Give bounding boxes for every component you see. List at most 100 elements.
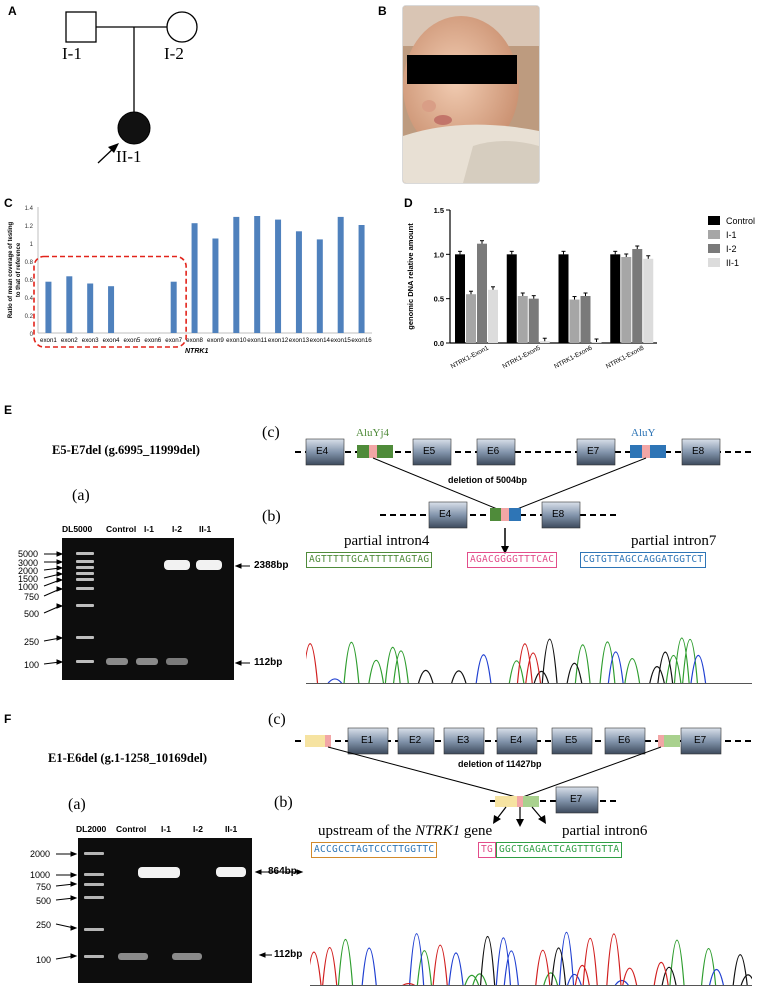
f-exon-label-e1: E1 (361, 735, 374, 746)
f-exon-label-e7: E7 (694, 735, 707, 746)
d-bar-NTRK1-Exon1-I-2 (477, 243, 487, 343)
f-exon-e4 (496, 727, 538, 755)
chromatogram-trace-3 (306, 643, 714, 684)
gel-e-lane-2: I-1 (144, 524, 154, 534)
d-legend-swatch-II-1 (708, 258, 720, 267)
d-bar-NTRK1-Exon5-II-1 (539, 341, 550, 343)
c-bar-exon10 (233, 216, 240, 333)
f-exon-e6 (604, 727, 646, 755)
e-left-label: partial intron4 (344, 533, 430, 549)
d-legend-label-Control: Control (726, 216, 755, 226)
panel-label-d: D (404, 196, 413, 210)
f-exon-label-e5: E5 (565, 735, 578, 746)
pedigree-label-ii1: II-1 (116, 147, 142, 166)
e-exon-label-e4-bottom: E4 (439, 509, 452, 520)
gel-e-ladder-1: 3000 (18, 558, 39, 568)
f-seq-right: GGCTGAGACTCAGTTTGTTA (496, 842, 623, 858)
chromatogram-trace-1 (346, 932, 725, 986)
c-bar-exon1 (45, 281, 52, 333)
panel-e-sub-b: (b) (262, 508, 281, 525)
d-ytick-2: 0.5 (434, 295, 444, 304)
f-exon-e7 (680, 727, 722, 755)
f-seq-left: ACCGCCTAGTCCCTTGGTTC (311, 842, 438, 858)
c-ytick-7: 0 (30, 332, 34, 338)
c-ytick-0: 1.4 (25, 206, 34, 212)
e-exon-e4-bottom (428, 501, 468, 529)
gel-e-ladder-4: 1000 (18, 582, 39, 592)
proband-arrow-head (108, 143, 119, 153)
e-alu-left-green (357, 445, 369, 458)
e-exon-label-e6: E6 (487, 446, 500, 457)
gel-f-lane-3: I-2 (193, 824, 203, 834)
f-exon-e7-bottom (555, 786, 599, 814)
d-ytick-1: 1.0 (434, 250, 444, 259)
gel-e-band-small: 112bp (254, 657, 283, 668)
f-exon-label-e3: E3 (457, 735, 470, 746)
panel-label-c: C (4, 196, 13, 210)
c-xtick-exon10: exon10 (226, 337, 247, 344)
c-bar-exon15 (337, 216, 344, 333)
f-exon-e1 (347, 727, 389, 755)
f-exon-label-e2: E2 (409, 735, 422, 746)
f-exon-e2 (397, 727, 435, 755)
e-alu-right-label: AluY (631, 427, 656, 439)
c-xtick-exon9: exon9 (207, 337, 224, 344)
f-right-label: partial intron6 (562, 823, 648, 839)
pedigree-label-i2: I-2 (164, 44, 184, 63)
gel-e-band-big: 2388bp (254, 560, 289, 571)
gel-f-ladder-0: 2000 (30, 849, 51, 859)
e-exon-e6-top (476, 438, 516, 466)
gel-f-ladder-4: 250 (36, 920, 52, 930)
d-legend-label-I-2: I-2 (726, 244, 737, 254)
c-bar-exon4 (108, 286, 115, 333)
e-exon-e5-top (412, 438, 452, 466)
gel-e-lane-1: Control (106, 524, 137, 534)
c-ytick-1: 1.2 (25, 224, 34, 230)
gel-e-ladder-3: 1500 (18, 574, 39, 584)
c-ytick-2: 1 (30, 242, 34, 248)
gel-e (62, 538, 234, 680)
e-alu-left-label: AluYj4 (356, 427, 389, 439)
d-ytick-0: 1.5 (434, 206, 444, 215)
d-bar-NTRK1-Exon8-I-1 (621, 256, 632, 343)
gel-e-ladder-5: 750 (24, 592, 40, 602)
c-xtick-exon7: exon7 (165, 337, 182, 344)
panel-label-f: F (4, 712, 12, 726)
pedigree-affected-ii1 (117, 111, 151, 145)
chromatogram-trace-2 (335, 638, 742, 684)
c-xtick-exon13: exon13 (289, 337, 310, 344)
d-bar-NTRK1-Exon5-I-2 (528, 298, 539, 343)
gel-f (78, 838, 252, 983)
gel-e-lane-labels: DL5000 Control I-1 I-2 II-1 (62, 524, 234, 536)
panel-label-e: E (4, 403, 13, 417)
gel-f-band-big: 864bp (268, 866, 297, 877)
d-legend-swatch-I-2 (708, 244, 720, 253)
c-highlight-box (33, 255, 187, 348)
patient-photo (402, 5, 540, 184)
d-bar-NTRK1-Exon5-I-1 (517, 296, 528, 343)
patient-photo-illustration (403, 6, 539, 183)
d-xtick-NTRK1-Exon1: NTRK1-Exon1 (450, 344, 491, 370)
pedigree-label-i1: I-1 (62, 44, 82, 63)
c-xtick-exon3: exon3 (82, 337, 99, 344)
d-xtick-NTRK1-Exon8: NTRK1-Exon8 (605, 344, 646, 370)
gel-f-ladder-3: 500 (36, 896, 52, 906)
f-left-label-b: gene (463, 823, 493, 839)
d-bar-NTRK1-Exon6-II-1 (591, 342, 602, 343)
c-xtick-exon12: exon12 (268, 337, 289, 344)
d-bar-NTRK1-Exon8-Control (610, 254, 621, 343)
panel-f-title: E1-E6del (g.1-1258_10169del) (48, 751, 208, 765)
panel-e-sub-a: (a) (72, 487, 90, 504)
c-xtick-exon5: exon5 (124, 337, 141, 344)
panel-e-title: E5-E7del (g.6995_11999del) (52, 443, 200, 457)
panel-label-b: B (378, 4, 387, 18)
d-bar-NTRK1-Exon8-I-2 (632, 249, 643, 343)
c-xtick-exon8: exon8 (186, 337, 203, 344)
pedigree-male-i1 (65, 11, 97, 43)
panel-f-sub-a: (a) (68, 796, 86, 813)
f-exon-e3 (443, 727, 485, 755)
f-left-label: upstream of the NTRK1 gene (318, 823, 492, 840)
